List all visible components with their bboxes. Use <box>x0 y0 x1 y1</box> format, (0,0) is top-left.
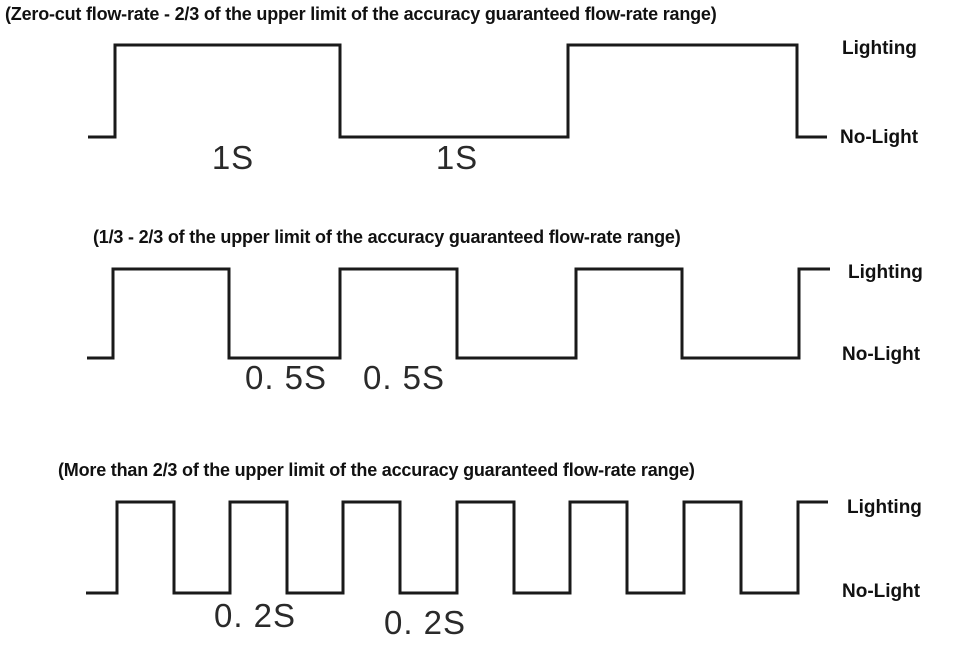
time-label: 0. 5S <box>362 359 446 396</box>
section-title-zero-cut: (Zero-cut flow-rate - 2/3 of the upper l… <box>5 4 717 24</box>
lighting-label: Lighting <box>842 38 917 59</box>
waveform-polyline-0 <box>88 43 827 139</box>
time-label: 0. 5S <box>244 359 328 396</box>
waveform-polyline-1 <box>87 267 830 360</box>
time-label: 1S <box>211 139 255 176</box>
time-label: 1S <box>435 139 479 176</box>
time-label: 0. 2S <box>213 597 297 634</box>
lighting-label: Lighting <box>848 262 923 283</box>
no-light-label: No-Light <box>840 127 919 148</box>
lighting-label: Lighting <box>847 497 922 518</box>
time-label: 0. 2S <box>383 604 467 641</box>
section-title-one-third: (1/3 - 2/3 of the upper limit of the acc… <box>93 227 681 247</box>
section-title-more-than-two-thirds: (More than 2/3 of the upper limit of the… <box>58 460 695 480</box>
no-light-label: No-Light <box>842 344 921 365</box>
waveform-polyline-2 <box>86 500 828 595</box>
no-light-label: No-Light <box>842 581 921 602</box>
